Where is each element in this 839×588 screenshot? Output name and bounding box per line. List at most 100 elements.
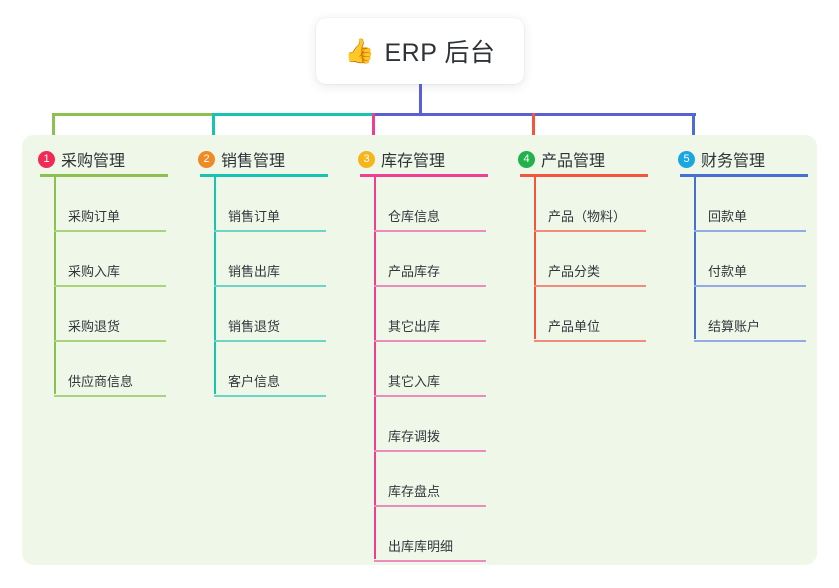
leaf-label: 采购退货 — [68, 319, 121, 334]
column-connector-2 — [212, 113, 215, 149]
leaf-node[interactable]: 其它入库 — [374, 342, 486, 397]
leaf-node[interactable]: 回款单 — [694, 177, 806, 232]
leaf-underline — [374, 340, 486, 342]
leaf-underline — [374, 230, 486, 232]
root-connector — [419, 84, 422, 114]
leaf-underline — [54, 285, 166, 287]
column-underline-3 — [360, 174, 488, 177]
leaf-label: 采购入库 — [68, 264, 121, 279]
leaf-label: 销售出库 — [228, 264, 281, 279]
leaf-underline — [54, 230, 166, 232]
column-header-5[interactable]: 5 财务管理 — [678, 147, 765, 171]
leaf-label: 库存盘点 — [388, 484, 441, 499]
leaf-underline — [374, 505, 486, 507]
column-spine-4 — [534, 174, 536, 339]
leaf-node[interactable]: 采购订单 — [54, 177, 166, 232]
leaf-node[interactable]: 仓库信息 — [374, 177, 486, 232]
leaf-label: 出库库明细 — [388, 539, 454, 554]
leaf-label: 供应商信息 — [68, 374, 134, 389]
leaf-node[interactable]: 销售出库 — [214, 232, 326, 287]
leaf-node[interactable]: 销售退货 — [214, 287, 326, 342]
column-header-3[interactable]: 3 库存管理 — [358, 147, 445, 171]
leaf-label: 其它入库 — [388, 374, 441, 389]
leaf-label: 产品库存 — [388, 264, 441, 279]
leaf-label: 回款单 — [708, 209, 748, 224]
thumbs-up-icon: 👍 — [344, 38, 375, 65]
column-title-5: 财务管理 — [701, 153, 766, 170]
leaf-underline — [214, 340, 326, 342]
leaf-underline — [534, 230, 646, 232]
leaf-node[interactable]: 结算账户 — [694, 287, 806, 342]
leaf-label: 采购订单 — [68, 209, 121, 224]
leaf-underline — [214, 230, 326, 232]
leaf-label: 库存调拨 — [388, 429, 441, 444]
column-title-4: 产品管理 — [541, 153, 606, 170]
leaf-underline — [214, 285, 326, 287]
leaf-node[interactable]: 产品库存 — [374, 232, 486, 287]
column-header-4[interactable]: 4 产品管理 — [518, 147, 605, 171]
bus-segment-2 — [212, 113, 374, 116]
column-badge-5: 5 — [678, 150, 695, 168]
leaf-label: 付款单 — [708, 264, 748, 279]
column-badge-3: 3 — [358, 150, 375, 168]
column-header-1[interactable]: 1 采购管理 — [38, 147, 125, 171]
leaf-label: 结算账户 — [708, 319, 761, 334]
leaf-label: 销售订单 — [228, 209, 281, 224]
leaf-underline — [214, 395, 326, 397]
leaf-node[interactable]: 产品单位 — [534, 287, 646, 342]
column-underline-5 — [680, 174, 808, 177]
leaf-underline — [374, 395, 486, 397]
leaf-underline — [694, 340, 806, 342]
leaf-label: 其它出库 — [388, 319, 441, 334]
column-underline-2 — [200, 174, 328, 177]
leaf-label: 客户信息 — [228, 374, 281, 389]
leaf-node[interactable]: 产品（物料） — [534, 177, 646, 232]
bus-segment-5 — [419, 113, 696, 116]
leaf-node[interactable]: 销售订单 — [214, 177, 326, 232]
leaf-node[interactable]: 库存调拨 — [374, 397, 486, 452]
leaf-underline — [694, 230, 806, 232]
column-title-1: 采购管理 — [61, 153, 126, 170]
leaf-underline — [374, 560, 486, 562]
bus-segment-1 — [52, 113, 214, 116]
leaf-underline — [694, 285, 806, 287]
column-spine-5 — [694, 174, 696, 339]
column-badge-1: 1 — [38, 150, 55, 168]
column-underline-1 — [40, 174, 168, 177]
leaf-node[interactable]: 客户信息 — [214, 342, 326, 397]
leaf-node[interactable]: 采购入库 — [54, 232, 166, 287]
column-badge-2: 2 — [198, 150, 215, 168]
column-title-3: 库存管理 — [381, 153, 446, 170]
leaf-node[interactable]: 产品分类 — [534, 232, 646, 287]
column-spine-2 — [214, 174, 216, 394]
column-title-2: 销售管理 — [221, 153, 286, 170]
root-node[interactable]: 👍 ERP 后台 — [316, 18, 524, 84]
leaf-node[interactable]: 付款单 — [694, 232, 806, 287]
column-badge-4: 4 — [518, 150, 535, 168]
leaf-node[interactable]: 其它出库 — [374, 287, 486, 342]
column-spine-1 — [54, 174, 56, 394]
column-spine-3 — [374, 174, 376, 559]
leaf-label: 产品单位 — [548, 319, 601, 334]
column-underline-4 — [520, 174, 648, 177]
leaf-underline — [374, 285, 486, 287]
leaf-underline — [54, 340, 166, 342]
leaf-underline — [534, 340, 646, 342]
leaf-node[interactable]: 采购退货 — [54, 287, 166, 342]
leaf-label: 产品分类 — [548, 264, 601, 279]
leaf-label: 销售退货 — [228, 319, 281, 334]
column-connector-4 — [532, 113, 535, 149]
leaf-node[interactable]: 库存盘点 — [374, 452, 486, 507]
leaf-underline — [54, 395, 166, 397]
column-header-2[interactable]: 2 销售管理 — [198, 147, 285, 171]
column-connector-3 — [372, 113, 375, 149]
column-connector-5 — [692, 113, 695, 149]
leaf-underline — [374, 450, 486, 452]
column-connector-1 — [52, 113, 55, 149]
leaf-node[interactable]: 出库库明细 — [374, 507, 486, 562]
leaf-node[interactable]: 供应商信息 — [54, 342, 166, 397]
leaf-underline — [534, 285, 646, 287]
root-title: ERP 后台 — [384, 39, 496, 67]
leaf-label: 仓库信息 — [388, 209, 441, 224]
leaf-label: 产品（物料） — [548, 209, 627, 224]
